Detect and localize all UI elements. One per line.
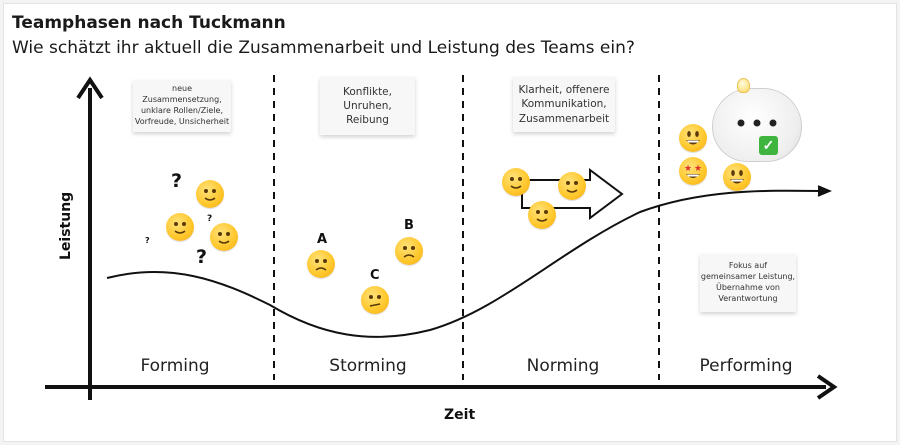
slightly-smiling-emoji[interactable]: [196, 180, 224, 208]
storming-letter-a: A: [317, 232, 328, 247]
phase-label-norming: Norming: [526, 356, 600, 376]
question-mark-3: ?: [145, 236, 150, 245]
curve-arrowhead: [817, 185, 832, 197]
storming-letter-b: B: [404, 218, 414, 233]
star-struck-emoji[interactable]: ★★: [679, 157, 707, 185]
question-mark-2: ?: [207, 214, 213, 224]
note-forming[interactable]: neue Zusammensetzung, unklare Rollen/Zie…: [133, 80, 231, 132]
note-storming[interactable]: Konflikte, Unruhen, Reibung: [320, 77, 415, 135]
slightly-smiling-emoji[interactable]: [502, 168, 530, 196]
light-bulb-icon: [737, 78, 750, 93]
x-axis-arrowhead: [816, 374, 838, 400]
slightly-smiling-emoji[interactable]: [166, 213, 194, 241]
slightly-smiling-emoji[interactable]: [528, 201, 556, 229]
phase-label-storming: Storming: [329, 356, 407, 376]
confused-emoji[interactable]: [307, 250, 335, 278]
x-axis-label: Zeit: [444, 407, 476, 423]
note-performing[interactable]: Fokus auf gemeinsamer Leistung, Übernahm…: [700, 254, 796, 312]
board-title: Teamphasen nach Tuckmann: [12, 13, 286, 33]
grinning-emoji[interactable]: [723, 163, 751, 191]
y-axis-label: Leistung: [58, 191, 74, 260]
grinning-emoji[interactable]: [679, 124, 707, 152]
question-mark-4: ?: [196, 246, 208, 268]
confused-emoji[interactable]: [361, 286, 389, 314]
svg-text:★: ★: [694, 163, 702, 173]
slightly-smiling-emoji[interactable]: [210, 223, 238, 251]
slightly-smiling-emoji[interactable]: [558, 172, 586, 200]
question-mark-1: ?: [171, 170, 183, 192]
note-norming[interactable]: Klarheit, offenere Kommunikation, Zusamm…: [513, 77, 615, 132]
phase-label-performing: Performing: [699, 356, 793, 376]
svg-text:★: ★: [684, 163, 692, 173]
board-subtitle: Wie schätzt ihr aktuell die Zusammenarbe…: [12, 38, 635, 58]
storming-letter-c: C: [370, 268, 380, 283]
check-mark-icon: ✓: [759, 136, 778, 155]
phase-label-forming: Forming: [140, 356, 210, 376]
whiteboard-canvas[interactable]: [3, 3, 897, 442]
speech-bubble-icon: [712, 88, 802, 162]
confused-emoji[interactable]: [395, 237, 423, 265]
y-axis-arrowhead: [76, 76, 104, 100]
performance-curve: [106, 189, 823, 338]
